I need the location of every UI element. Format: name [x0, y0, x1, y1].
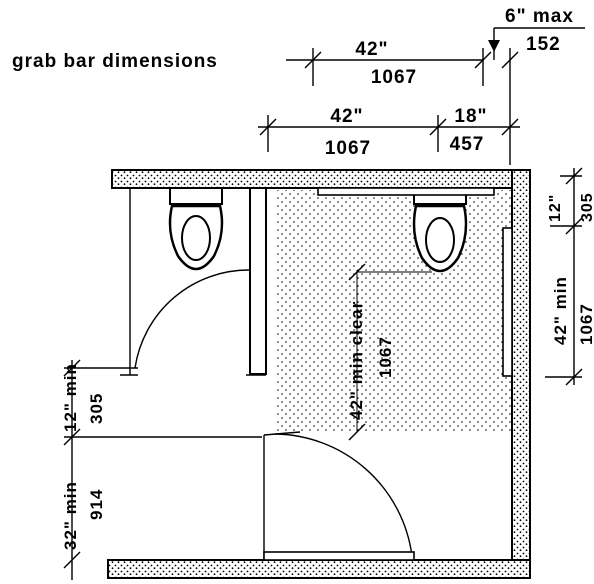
tick-mark: [63, 428, 81, 446]
tick-mark: [63, 359, 81, 377]
tick-mark: [304, 51, 322, 69]
main-door-swing-arc: [274, 433, 413, 557]
left-toilet-icon: [168, 187, 224, 271]
tick-mark: [565, 167, 583, 185]
tick-mark: [565, 217, 583, 235]
grab-bar-42-metric: 1067: [371, 67, 417, 88]
tick-mark: [501, 51, 519, 69]
top-18-imperial: 18": [454, 106, 487, 127]
diagram-title: grab bar dimensions: [12, 51, 218, 72]
rear-grab-bar: [317, 187, 495, 196]
center-clear-metric: 1067: [376, 336, 395, 378]
right-12-metric: 305: [579, 192, 594, 222]
side-grab-bar: [502, 227, 513, 377]
six-max-imperial: 6" max: [505, 6, 574, 27]
right-12-imperial: 12": [547, 194, 564, 222]
right-42-metric: 1067: [577, 303, 594, 345]
grab-bar-42-imperial: 42": [355, 39, 388, 60]
left-32-metric: 914: [87, 489, 106, 520]
arrowhead: [488, 40, 500, 52]
center-clear-imperial: 42" min clear: [347, 301, 366, 420]
top-42-imperial: 42": [330, 106, 363, 127]
tick-mark: [259, 118, 277, 136]
tick-mark: [565, 368, 583, 386]
stall-partition: [249, 187, 267, 375]
top-42-metric: 1067: [325, 138, 371, 159]
tick-mark: [63, 551, 81, 569]
left-12-imperial: 12" min: [61, 363, 80, 432]
left-32-imperial: 32" min: [61, 481, 80, 550]
top-18-metric: 457: [450, 134, 485, 155]
tick-mark: [348, 263, 366, 281]
tick-mark: [348, 423, 366, 441]
right-wall: [511, 169, 531, 579]
main-door-leaf: [263, 551, 415, 561]
left-door-swing-arc: [134, 269, 251, 369]
bottom-wall: [107, 559, 531, 579]
entry-partition-end: [263, 431, 301, 436]
clear-floor-area: [275, 190, 511, 432]
tick-mark: [474, 51, 492, 69]
six-max-metric: 152: [526, 34, 561, 55]
top-wall: [111, 169, 531, 189]
right-42-imperial: 42" min: [551, 276, 570, 345]
tick-mark: [429, 118, 447, 136]
left-12-metric: 305: [87, 393, 106, 424]
tick-mark: [501, 118, 519, 136]
right-toilet-icon: [412, 187, 468, 273]
